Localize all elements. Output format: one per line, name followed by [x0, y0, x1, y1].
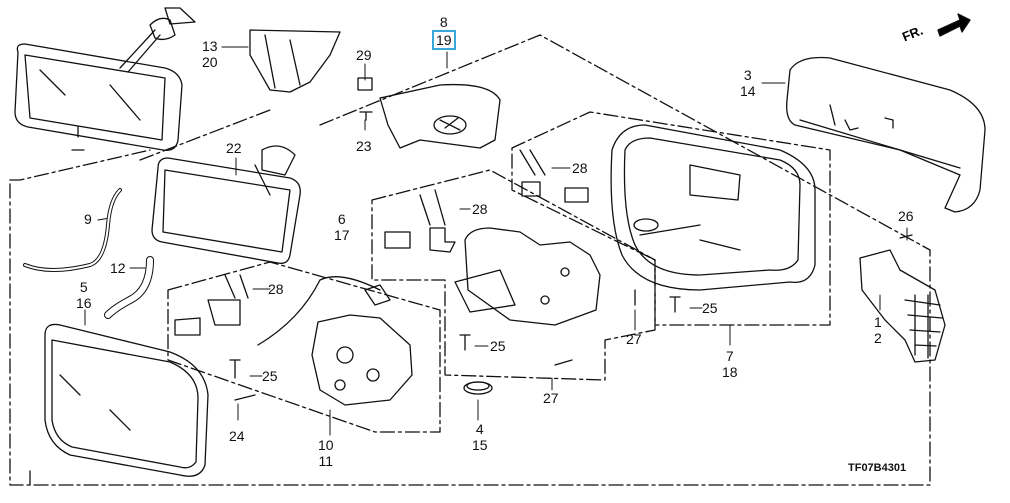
callout-10-11[interactable]: 10 11	[318, 437, 334, 469]
callout-28-left[interactable]: 28	[268, 281, 284, 297]
callout-5-16[interactable]: 5 16	[76, 279, 92, 311]
part-turn-signal-1-2[interactable]	[859, 249, 946, 363]
group-frame-10-11	[167, 261, 441, 433]
part-mirror-glass-5-16[interactable]	[44, 323, 209, 477]
part-ring-4-15[interactable]	[463, 381, 493, 395]
part-mirror-cover-13[interactable]	[249, 29, 341, 93]
callout-25-right[interactable]: 25	[702, 300, 718, 316]
callout-27-lower[interactable]: 27	[543, 390, 559, 406]
part-actuator-6-17[interactable]	[384, 149, 601, 326]
part-actuator-10-11[interactable]	[174, 274, 413, 406]
part-cable-9[interactable]	[23, 188, 122, 272]
callout-29[interactable]: 29	[356, 47, 372, 63]
callout-22[interactable]: 22	[226, 140, 242, 156]
callout-25-mid[interactable]: 25	[490, 338, 506, 354]
callout-3-14[interactable]: 3 14	[740, 67, 756, 99]
callout-26[interactable]: 26	[898, 208, 914, 224]
callout-23[interactable]: 23	[356, 138, 372, 154]
drawing-code: TF07B4301	[848, 462, 907, 474]
callout-9[interactable]: 9	[84, 211, 92, 227]
callout-25-left[interactable]: 25	[262, 368, 278, 384]
callout-13-20[interactable]: 13 20	[202, 38, 218, 70]
part-skull-cap-3-14[interactable]	[786, 56, 986, 213]
callout-7-18[interactable]: 7 18	[722, 348, 738, 380]
callout-4-15[interactable]: 4 15	[472, 421, 488, 453]
callout-27-right[interactable]: 27	[626, 331, 642, 347]
callout-28-mid[interactable]: 28	[472, 201, 488, 217]
callout-24[interactable]: 24	[229, 428, 245, 444]
callout-8: 8	[439, 14, 448, 30]
front-arrow-icon	[937, 13, 971, 37]
screws	[229, 234, 913, 401]
part-mirror-base-8-19[interactable]	[357, 77, 501, 149]
group-frame-7-18	[511, 111, 831, 326]
group-frame-6-17	[371, 169, 656, 381]
callout-8-19[interactable]: 8 19	[432, 14, 456, 50]
callout-19-highlighted[interactable]: 19	[432, 30, 456, 50]
group-frame-main	[9, 34, 931, 486]
callout-6-17[interactable]: 6 17	[334, 211, 350, 243]
part-mirror-housing-7-18[interactable]	[610, 124, 816, 291]
callout-28-top[interactable]: 28	[572, 160, 588, 176]
part-rearview-mirror[interactable]	[14, 7, 196, 151]
part-hose-12[interactable]	[104, 256, 154, 319]
callout-12[interactable]: 12	[110, 260, 126, 276]
leader-lines	[84, 46, 908, 436]
part-rearview-mirror-22[interactable]	[151, 145, 301, 264]
callout-1-2[interactable]: 1 2	[874, 314, 882, 346]
